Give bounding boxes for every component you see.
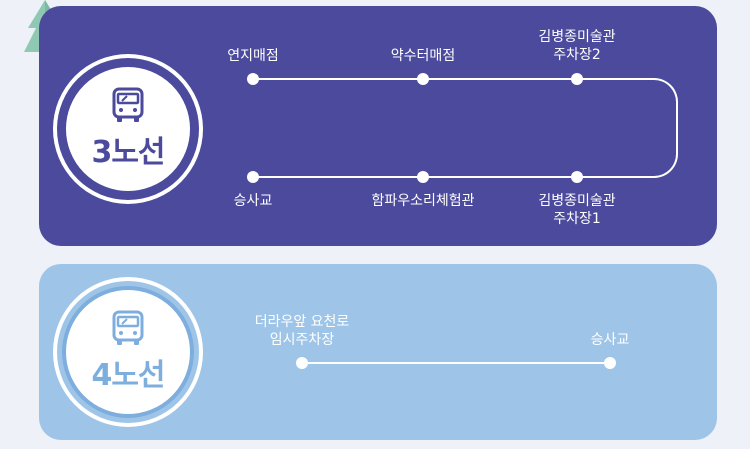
stop-dot[interactable]: [247, 73, 259, 85]
stop-dot[interactable]: [247, 171, 259, 183]
route-4-label: 4노선: [91, 358, 165, 393]
bus-icon: [111, 310, 145, 346]
route-3-curve: [630, 78, 678, 178]
stop-label-yaksuteo: 약수터매점: [390, 48, 456, 64]
stop-label-deorau: 더라우앞 요천로 임시주차장: [254, 314, 350, 348]
stop-label-seungsagyo-4: 승사교: [590, 332, 630, 348]
stop-label-seungsagyo: 승사교: [233, 193, 273, 209]
route-4-line: [302, 362, 610, 364]
route-4-badge: 4노선: [62, 286, 194, 418]
stop-dot[interactable]: [417, 171, 429, 183]
route-3-bottom-line: [253, 176, 655, 178]
stop-dot[interactable]: [417, 73, 429, 85]
stop-label-yeonji: 연지매점: [227, 48, 279, 64]
stop-label-museum-parking-2: 김병종미술관 주차장2: [538, 29, 616, 63]
stop-dot[interactable]: [571, 171, 583, 183]
route-3-label: 3노선: [91, 135, 165, 170]
bus-icon: [111, 87, 145, 123]
stop-dot[interactable]: [296, 357, 308, 369]
stop-label-hampau: 함파우소리체험관: [371, 193, 475, 209]
stop-dot[interactable]: [604, 357, 616, 369]
stop-dot[interactable]: [571, 73, 583, 85]
route-3-badge: 3노선: [62, 63, 194, 195]
stop-label-museum-parking-1: 김병종미술관 주차장1: [538, 193, 616, 227]
route-3-top-line: [253, 78, 655, 80]
